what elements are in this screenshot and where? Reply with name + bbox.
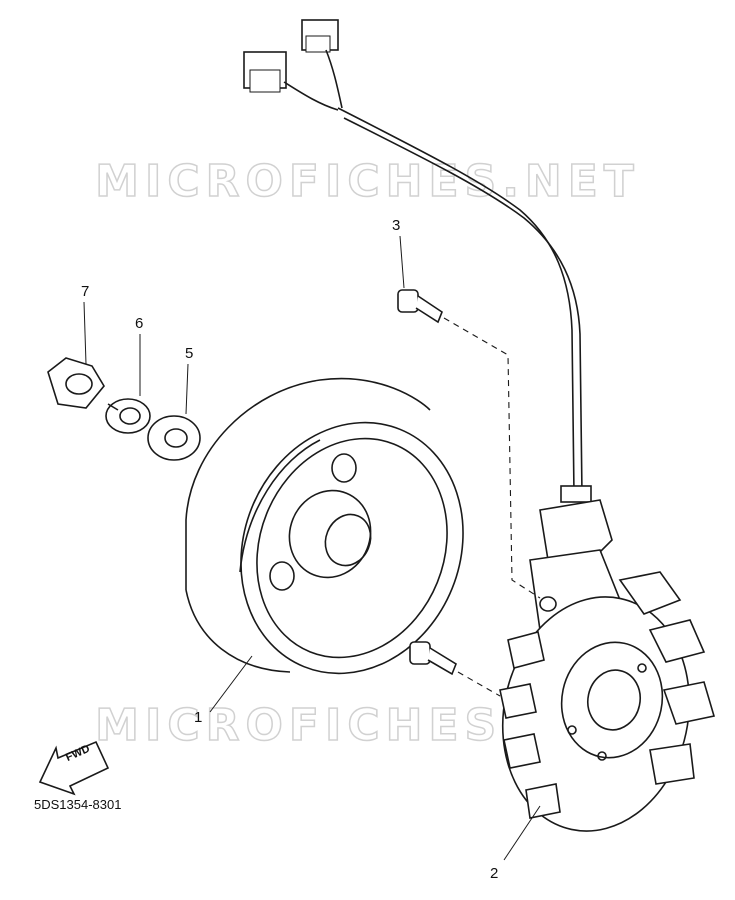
washer-inner: [164, 428, 188, 448]
callout-7: 7: [81, 283, 90, 300]
fwd-arrow: [38, 740, 110, 796]
stator-screw-hole-3: [597, 751, 607, 761]
bolt-upper-shank: [415, 295, 443, 324]
callout-3: 3: [392, 217, 401, 234]
wire-right-lead: [325, 49, 343, 109]
bolt-lower-shank: [427, 647, 457, 676]
part-7-nut: [47, 357, 105, 409]
stator-screw-hole-2: [637, 663, 647, 673]
leader-1: [209, 655, 253, 713]
stator-wire-clamp: [539, 499, 613, 561]
nut-outer: [47, 357, 105, 409]
assembly-line-lower-bolt: [457, 671, 501, 697]
leader-2: [503, 805, 541, 861]
callout-1: 1: [194, 709, 203, 726]
part-5-washer: [147, 415, 201, 461]
assembly-line-upper-bolt: [443, 317, 541, 599]
rotor-hub-bore: [324, 513, 372, 567]
stator-center-bore: [587, 669, 641, 731]
nut-hole: [65, 373, 93, 395]
cable-grommet: [560, 485, 592, 503]
rotor-hole-top: [331, 453, 357, 483]
lock-washer-inner: [119, 407, 141, 425]
stator-coil-7: [662, 681, 716, 725]
stator-coil-1: [507, 631, 545, 669]
stator-coil-8: [649, 743, 695, 785]
callout-2: 2: [490, 865, 499, 882]
leader-7: [83, 301, 87, 365]
part-6-lock-washer: [105, 398, 151, 434]
watermark-top: MICROFICHES.NET: [94, 155, 640, 208]
callout-6: 6: [135, 315, 144, 332]
diagram-code: 5DS1354-8301: [34, 797, 122, 812]
harness-cable-b: [343, 117, 583, 496]
stator-coil-6: [648, 619, 706, 663]
fwd-arrow-shape: [38, 740, 110, 796]
washer-outer: [147, 415, 201, 461]
rotor-magnet-band: [239, 439, 321, 573]
stator-coil-3: [503, 733, 541, 769]
rotor-bottom-rim: [185, 589, 291, 673]
connector-right-body: [305, 35, 331, 53]
part-3-bolts: [397, 289, 457, 676]
stator-coil-4: [525, 783, 561, 819]
bolt-upper-head: [397, 289, 419, 313]
part-1-rotor: [185, 377, 464, 675]
lock-washer-outer: [105, 398, 151, 434]
callout-5: 5: [185, 345, 194, 362]
wire-left-lead: [283, 81, 339, 111]
stator-center-ring: [560, 641, 664, 759]
part-2-stator: [499, 499, 716, 832]
stator-coil-2: [499, 683, 537, 719]
stator-screw-hole-1: [567, 725, 577, 735]
lock-washer-split: [107, 403, 119, 411]
rotor-hub-outer: [288, 489, 372, 579]
rotor-top-rim: [185, 377, 431, 521]
wire-harness: [243, 19, 592, 503]
leader-3: [399, 235, 405, 289]
bolt-lower-head: [409, 641, 431, 665]
callout-leaders: [83, 235, 541, 861]
assembly-lines: [443, 317, 541, 697]
rotor-face-inner: [256, 437, 448, 659]
harness-cable-a: [337, 107, 575, 496]
connector-left-body: [249, 69, 281, 93]
stator-mount-hole: [539, 596, 557, 612]
leader-5: [185, 363, 189, 415]
stator-coil-5: [618, 571, 682, 615]
rotor-hole-bottom: [269, 561, 295, 591]
